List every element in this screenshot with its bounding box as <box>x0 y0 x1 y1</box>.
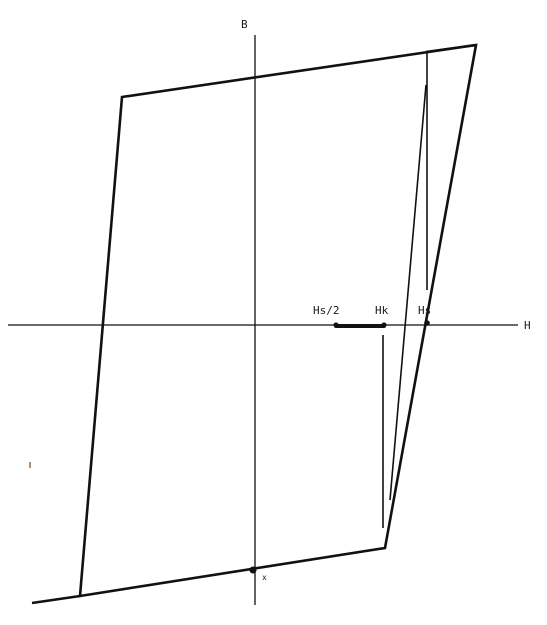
hk-label: Hk <box>375 304 389 317</box>
hs-label: Hs <box>418 304 431 317</box>
scan-artifact-mark <box>29 462 31 468</box>
bottom-axis-point <box>249 566 257 574</box>
hs-point <box>424 320 430 326</box>
hs-pointer-line <box>389 84 427 501</box>
h-axis-label: H <box>524 319 531 332</box>
hs-half-label: Hs/2 <box>313 304 340 317</box>
hk-point <box>381 322 387 328</box>
hs-half-point <box>333 322 339 328</box>
bottom-point-label: x <box>262 573 267 582</box>
b-axis-label: B <box>241 18 248 31</box>
hysteresis-loop <box>78 43 478 598</box>
upper-saturation-tail <box>425 43 477 54</box>
lower-saturation-tail <box>31 594 81 605</box>
